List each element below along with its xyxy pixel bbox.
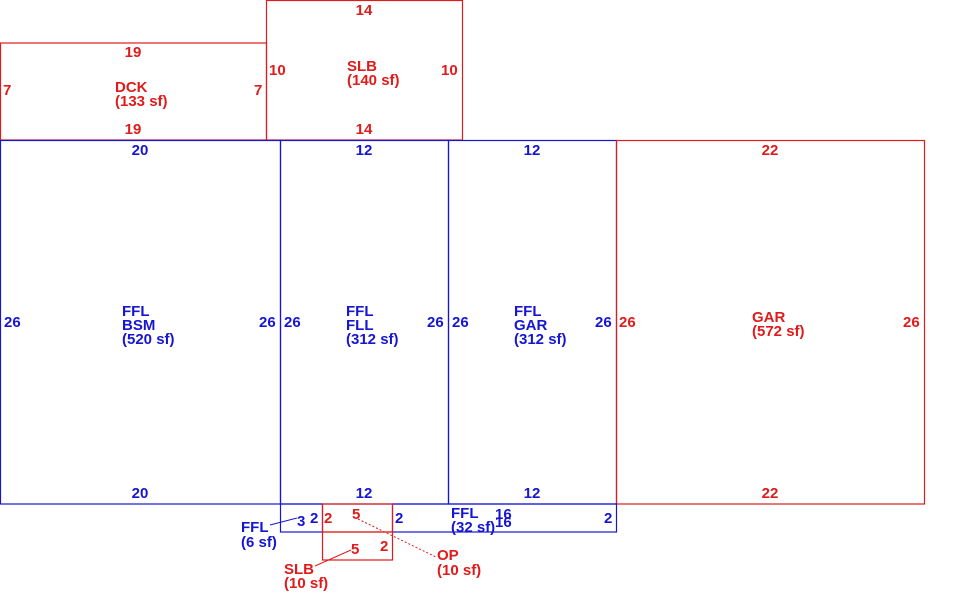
ffl-garage-line1: FFL [514, 303, 542, 320]
ffl-small-code: FFL [241, 519, 269, 536]
basement-right-dimension: 26 [259, 314, 276, 331]
ffl-garage-area-label: (312 sf) [514, 331, 567, 348]
slab-small-bottom-dimension: 5 [351, 541, 359, 558]
slab-small-leader [314, 549, 352, 567]
open-porch-leader [357, 518, 437, 558]
ffl-garage-bottom-dimension: 12 [524, 485, 541, 502]
slab-small-area-label: (10 sf) [284, 575, 328, 592]
deck-top-dimension: 19 [125, 44, 142, 61]
basement-line2: BSM [122, 317, 155, 334]
first-floor-bottom-dimension: 12 [356, 485, 373, 502]
ffl-garage-left-dimension: 26 [452, 314, 469, 331]
deck-area-label: (133 sf) [115, 93, 168, 110]
garage-bottom-dimension: 22 [762, 485, 779, 502]
deck-code: DCK [115, 79, 148, 96]
garage-left-dimension: 26 [619, 314, 636, 331]
ffl-strip-top-dimension: 16 [495, 506, 512, 523]
ffl-small-side-a: 3 [297, 513, 305, 530]
open-porch-area: 2 5 OP (10 sf) [321, 503, 481, 579]
open-porch-code: OP [437, 547, 459, 564]
slab-small-area: 5 2 SLB (10 sf) [284, 531, 394, 592]
ffl-strip-left-dimension: 2 [395, 510, 403, 527]
deck-area: 19 19 7 7 DCK (133 sf) [0, 42, 268, 141]
slab-top-bottom-dimension: 14 [356, 121, 373, 138]
ffl-garage-right-dimension: 26 [595, 314, 612, 331]
garage-outline [615, 139, 926, 505]
basement-top-dimension: 20 [132, 142, 149, 159]
ffl-small-area-label: (6 sf) [241, 534, 277, 551]
basement-line1: FFL [122, 303, 150, 320]
ffl-garage-top-dimension: 12 [524, 142, 541, 159]
open-porch-top-dimension: 5 [352, 506, 360, 523]
slab-small-outline [321, 531, 394, 561]
ffl-small-side-b: 2 [310, 510, 318, 527]
garage-area-label: (572 sf) [752, 323, 805, 340]
slab-top-code: SLB [347, 58, 377, 75]
first-floor-right-dimension: 26 [427, 314, 444, 331]
basement-bottom-dimension: 20 [132, 485, 149, 502]
slab-top-area-label: (140 sf) [347, 72, 400, 89]
slab-small-code: SLB [284, 561, 314, 578]
deck-left-dimension: 7 [3, 82, 11, 99]
basement-left-dimension: 26 [4, 314, 21, 331]
first-floor-top-dimension: 12 [356, 142, 373, 159]
garage-code: GAR [752, 309, 786, 326]
ffl-strip-right-dimension: 2 [604, 510, 612, 527]
slab-top-right-dimension: 10 [441, 62, 458, 79]
ffl-strip-area-label: (32 sf) [451, 519, 495, 536]
open-porch-left-dimension: 2 [324, 510, 332, 527]
ffl-strip-code: FFL [451, 505, 479, 522]
first-floor-line1: FFL [346, 303, 374, 320]
garage-top-dimension: 22 [762, 142, 779, 159]
basement-area: 20 20 26 26 FFL BSM (520 sf) [0, 139, 282, 505]
ffl-garage-line2: GAR [514, 317, 548, 334]
slab-top-top-dimension: 14 [356, 2, 373, 19]
deck-bottom-dimension: 19 [125, 121, 142, 138]
basement-area-label: (520 sf) [122, 331, 175, 348]
ffl-strip-area: 2 2 16 16 FFL (32 sf) [391, 503, 618, 536]
ffl-garage-area: 12 12 26 26 FFL GAR (312 sf) [447, 139, 618, 505]
ffl-small-area: 3 2 FFL (6 sf) [241, 503, 324, 551]
ffl-strip-bottom-dimension: 16 [495, 514, 512, 531]
ffl-small-leader [269, 517, 298, 526]
slab-top-area: 14 14 10 10 SLB (140 sf) [265, 0, 464, 141]
first-floor-area-label: (312 sf) [346, 331, 399, 348]
deck-right-dimension: 7 [254, 82, 262, 99]
first-floor-left-dimension: 26 [284, 314, 301, 331]
open-porch-area-label: (10 sf) [437, 562, 481, 579]
first-floor-line2: FLL [346, 317, 374, 334]
first-floor-area: 12 12 26 26 FFL FLL (312 sf) [279, 139, 450, 505]
slab-small-right-dimension: 2 [380, 538, 388, 555]
garage-right-dimension: 26 [903, 314, 920, 331]
garage-area: 22 22 26 26 GAR (572 sf) [615, 139, 926, 505]
slab-top-left-dimension: 10 [269, 62, 286, 79]
